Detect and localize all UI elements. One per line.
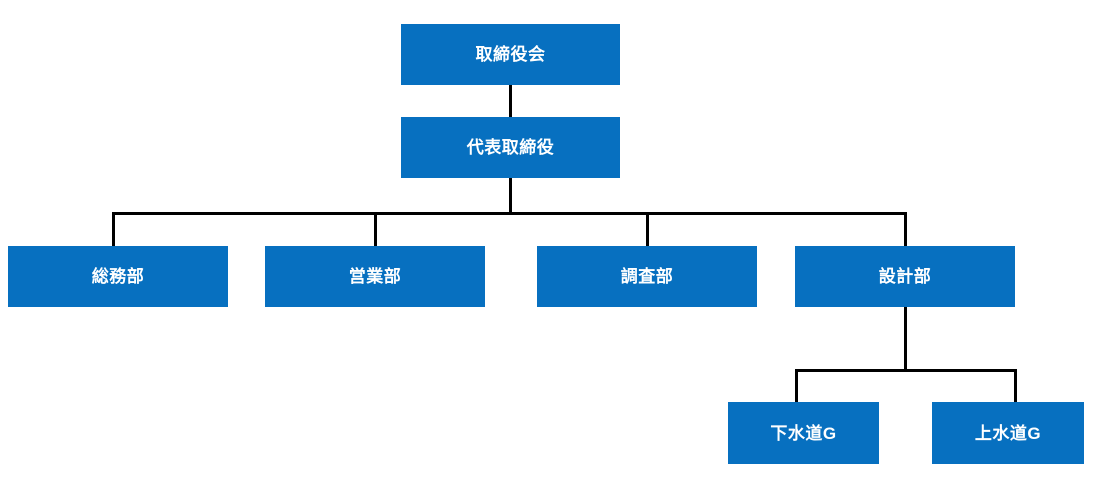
- node-design[interactable]: 設計部: [795, 246, 1015, 307]
- connector-bus-to-design: [904, 212, 907, 246]
- node-sewerage-group-label: 下水道G: [770, 423, 837, 443]
- connector-board-to-ceo: [509, 85, 512, 117]
- connector-bus-to-general-affairs: [112, 212, 115, 246]
- connector-bus-to-survey: [646, 212, 649, 246]
- node-sewerage-group[interactable]: 下水道G: [728, 402, 879, 464]
- connector-bus-to-sewerage-group: [795, 369, 798, 402]
- node-board[interactable]: 取締役会: [401, 24, 620, 85]
- node-board-label: 取締役会: [475, 45, 546, 64]
- node-design-label: 設計部: [878, 267, 932, 286]
- node-waterworks-group[interactable]: 上水道G: [932, 402, 1084, 464]
- connector-bus-to-sales: [374, 212, 377, 246]
- connector-level3-bus: [112, 212, 907, 215]
- node-general-affairs-label: 総務部: [91, 267, 145, 286]
- node-survey[interactable]: 調査部: [537, 246, 757, 307]
- node-sales[interactable]: 営業部: [265, 246, 485, 307]
- connector-bus-to-waterworks-group: [1014, 369, 1017, 402]
- connector-design-stem: [904, 307, 907, 371]
- node-general-affairs[interactable]: 総務部: [8, 246, 228, 307]
- node-ceo[interactable]: 代表取締役: [401, 117, 620, 178]
- node-survey-label: 調査部: [620, 267, 674, 286]
- connector-ceo-stem: [509, 178, 512, 215]
- node-waterworks-group-label: 上水道G: [974, 423, 1042, 443]
- node-sales-label: 営業部: [348, 267, 402, 286]
- connector-level4-bus: [795, 369, 1017, 372]
- node-ceo-label: 代表取締役: [466, 138, 555, 157]
